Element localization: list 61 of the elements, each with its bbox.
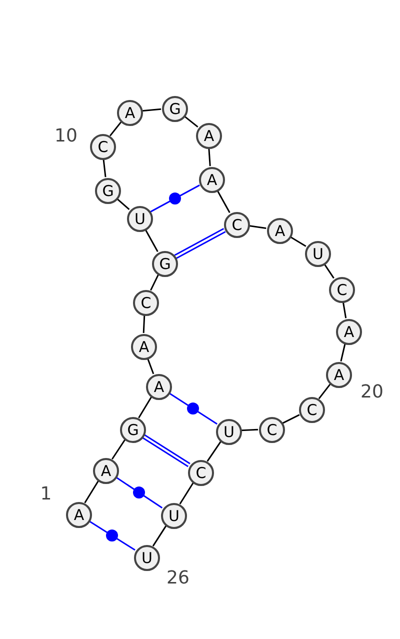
position-number: 10 (54, 126, 78, 146)
base-pair-line (142, 434, 190, 468)
backbone-line (110, 122, 122, 136)
position-number: 26 (166, 568, 190, 588)
nucleotide-circle: A (146, 374, 172, 400)
nucleotide-circle: U (134, 545, 160, 571)
backbone-line (112, 439, 126, 460)
nucleotide-circle: C (188, 460, 214, 486)
base-pair-line (174, 228, 226, 259)
base-pair-line (168, 392, 218, 425)
backbone-line (84, 480, 99, 504)
backbone-line (240, 428, 258, 432)
base-pair-line (150, 184, 200, 212)
backbone-line (282, 414, 300, 424)
nucleotide-circle: G (95, 178, 121, 204)
nucleotide-circle: U (161, 503, 187, 529)
nucleotide-circle: G (162, 96, 188, 122)
nucleotide-circle: A (131, 334, 157, 360)
position-number: 1 (40, 484, 52, 504)
base-pair-line (88, 520, 136, 551)
backbone-line (184, 116, 198, 128)
backbone-line (142, 314, 146, 334)
backbone-line (116, 198, 130, 210)
backbone-line (248, 225, 266, 229)
backbone-line (340, 344, 346, 362)
nucleotide-circle: U (127, 206, 153, 232)
nucleotide-circle: G (120, 417, 146, 443)
backbone-line (216, 190, 230, 213)
position-number: 20 (360, 382, 384, 402)
backbone-line (144, 229, 158, 252)
nucleotide-circle: C (90, 134, 116, 160)
backbone-line (179, 482, 194, 504)
backbone-line (152, 526, 167, 546)
nucleotide-circle: A (93, 458, 119, 484)
backbone-line (102, 158, 106, 178)
nucleotide-circle: U (216, 419, 242, 445)
nucleotide-circle: A (199, 167, 225, 193)
backbone-line (138, 396, 152, 418)
nucleotide-circle: C (224, 212, 250, 238)
backbone-line (318, 384, 331, 400)
backbone-line (142, 108, 162, 112)
nucleotide-circle: C (133, 290, 159, 316)
nucleotide-circle: C (259, 417, 285, 443)
backbone-line (206, 441, 222, 462)
nucleotide-circle: A (326, 362, 352, 388)
backbone-line (146, 358, 154, 374)
nucleotide-circle: U (305, 241, 331, 267)
nucleotide-circle: A (66, 502, 92, 528)
backbone-line (208, 148, 211, 166)
backbone-line (290, 236, 306, 247)
nucleotide-circle: C (299, 397, 325, 423)
base-pair-line (115, 476, 163, 508)
backbone-line (324, 263, 334, 279)
nucleotide-circle: A (196, 123, 222, 149)
nucleotide-circle: A (267, 218, 293, 244)
nucleotide-circle: G (152, 251, 178, 277)
backbone-line (342, 302, 347, 318)
nucleotide-circle: A (117, 100, 143, 126)
nucleotide-circle: A (336, 319, 362, 345)
nucleotide-circle: C (329, 277, 355, 303)
backbone-line (150, 274, 159, 291)
